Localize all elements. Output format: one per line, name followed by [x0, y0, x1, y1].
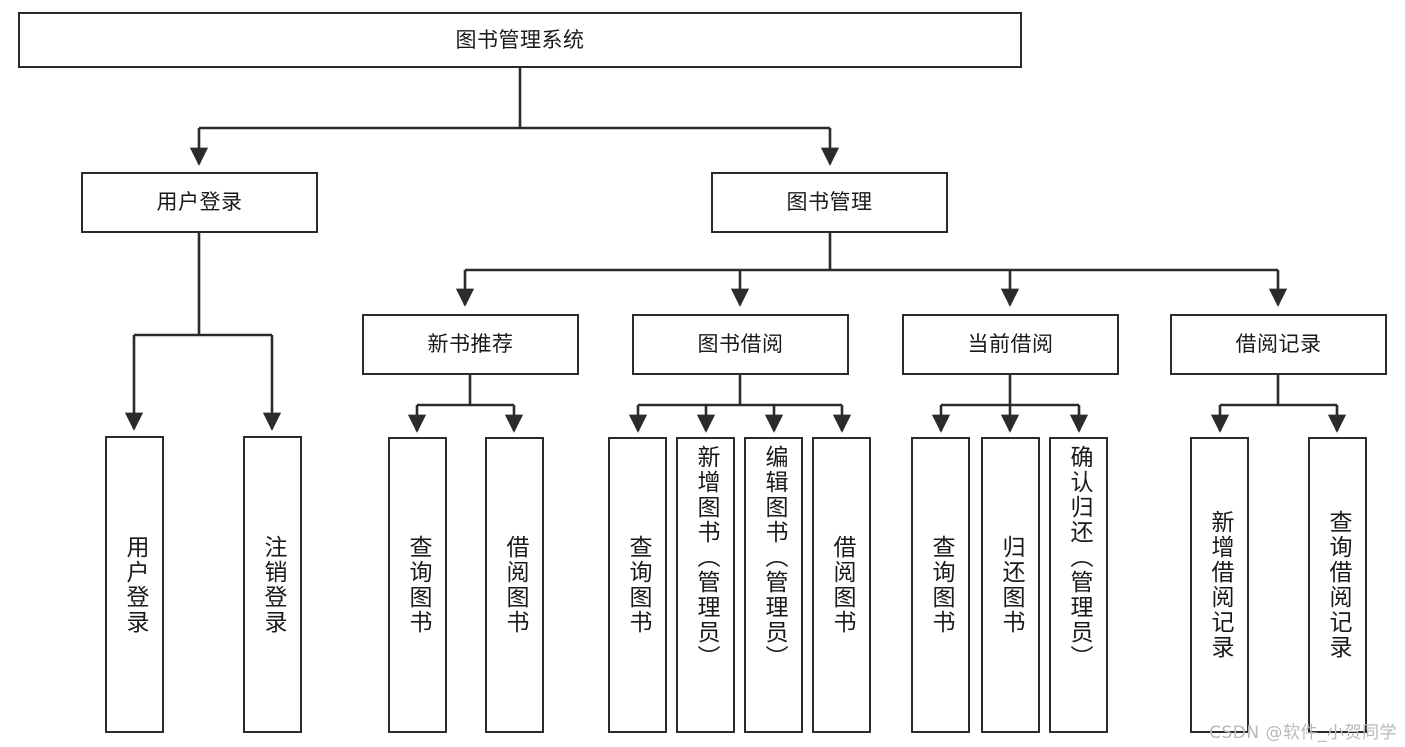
node-root[interactable]: 图书管理系统	[18, 12, 1022, 68]
node-current-borrow-label: 当前借阅	[967, 332, 1054, 357]
node-leaf-borrow-book-2-label: 借阅图书	[829, 535, 855, 635]
node-leaf-query-record-label: 查询借阅记录	[1325, 510, 1351, 660]
node-book-borrow[interactable]: 图书借阅	[632, 314, 849, 375]
node-current-borrow[interactable]: 当前借阅	[902, 314, 1119, 375]
node-leaf-borrow-book-1-label: 借阅图书	[502, 535, 528, 635]
node-leaf-logout-login[interactable]: 注销登录	[243, 436, 302, 733]
node-leaf-return-book[interactable]: 归还图书	[981, 437, 1040, 733]
node-new-book-recommend-label: 新书推荐	[427, 332, 514, 357]
node-borrow-record[interactable]: 借阅记录	[1170, 314, 1387, 375]
node-leaf-add-book-label: 新增图书（管理员）	[693, 445, 719, 670]
node-leaf-add-book[interactable]: 新增图书（管理员）	[676, 437, 735, 733]
watermark-text: CSDN @软件_小贺同学	[1209, 723, 1397, 743]
node-leaf-borrow-book-2[interactable]: 借阅图书	[812, 437, 871, 733]
node-leaf-add-record[interactable]: 新增借阅记录	[1190, 437, 1249, 733]
node-book-management[interactable]: 图书管理	[711, 172, 948, 233]
node-book-borrow-label: 图书借阅	[697, 332, 784, 357]
node-new-book-recommend[interactable]: 新书推荐	[362, 314, 579, 375]
node-leaf-return-book-label: 归还图书	[998, 535, 1024, 635]
node-leaf-query-book-1-label: 查询图书	[405, 535, 431, 635]
node-leaf-query-book-2-label: 查询图书	[625, 535, 651, 635]
node-leaf-add-record-label: 新增借阅记录	[1207, 510, 1233, 660]
node-leaf-confirm-return[interactable]: 确认归还（管理员）	[1049, 437, 1108, 733]
node-leaf-logout-login-label: 注销登录	[260, 534, 286, 635]
node-leaf-user-login-label: 用户登录	[122, 534, 148, 635]
node-leaf-borrow-book-1[interactable]: 借阅图书	[485, 437, 544, 733]
node-leaf-confirm-return-label: 确认归还（管理员）	[1066, 445, 1092, 670]
node-leaf-edit-book-label: 编辑图书（管理员）	[761, 445, 787, 670]
node-root-label: 图书管理系统	[455, 27, 585, 52]
node-book-management-label: 图书管理	[786, 190, 873, 215]
node-leaf-query-book-1[interactable]: 查询图书	[388, 437, 447, 733]
node-leaf-query-book-2[interactable]: 查询图书	[608, 437, 667, 733]
node-user-login[interactable]: 用户登录	[81, 172, 318, 233]
node-user-login-label: 用户登录	[156, 190, 243, 215]
node-leaf-edit-book[interactable]: 编辑图书（管理员）	[744, 437, 803, 733]
node-borrow-record-label: 借阅记录	[1235, 332, 1322, 357]
node-leaf-query-record[interactable]: 查询借阅记录	[1308, 437, 1367, 733]
node-leaf-query-book-3[interactable]: 查询图书	[911, 437, 970, 733]
node-leaf-user-login[interactable]: 用户登录	[105, 436, 164, 733]
node-leaf-query-book-3-label: 查询图书	[928, 535, 954, 635]
